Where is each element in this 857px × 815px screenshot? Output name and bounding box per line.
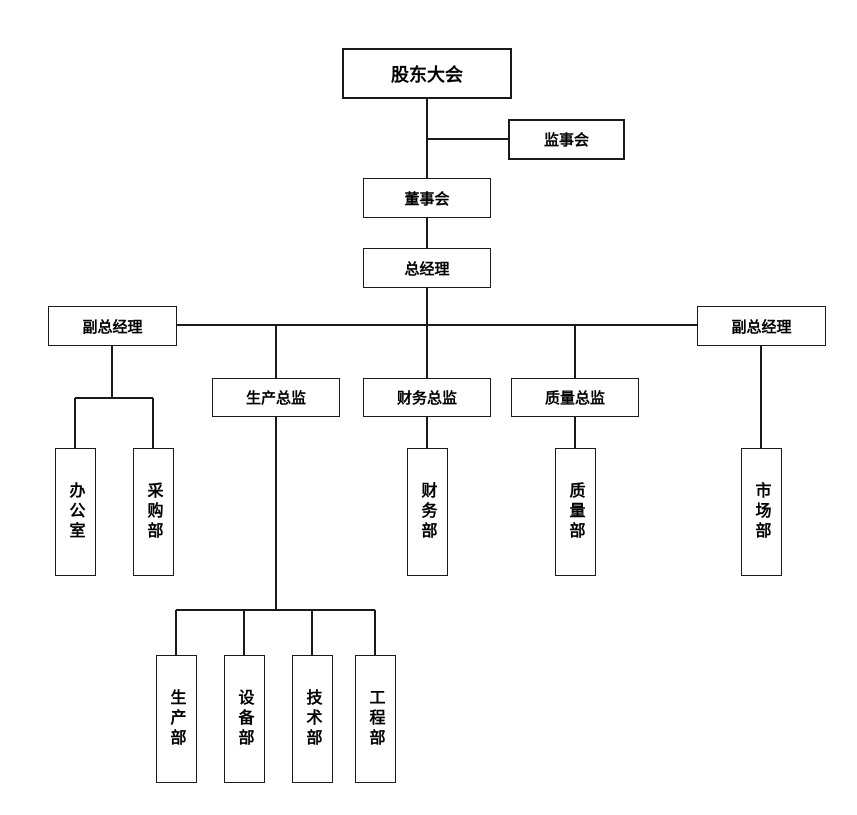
node-label: 董事会 <box>404 189 450 208</box>
node-label: 质量部 <box>566 482 586 542</box>
node-label: 股东大会 <box>391 64 463 86</box>
node-label: 工程部 <box>366 689 386 749</box>
marketing-dept-box: 市场部 <box>741 448 782 576</box>
node-label: 生产总监 <box>245 389 306 407</box>
node-label: 副总经理 <box>731 317 792 336</box>
node-label: 生产部 <box>167 689 187 749</box>
office-box: 办公室 <box>55 448 96 576</box>
finance-dept-box: 财务部 <box>407 448 448 576</box>
purchasing-dept-box: 采购部 <box>133 448 174 576</box>
node-label: 财务总监 <box>396 389 457 407</box>
general-manager-box: 总经理 <box>363 248 491 288</box>
deputy-gm-right-box: 副总经理 <box>697 306 826 346</box>
tech-dept-box: 技术部 <box>292 655 333 783</box>
node-label: 监事会 <box>543 131 589 149</box>
quality-dept-box: 质量部 <box>555 448 596 576</box>
node-label: 办公室 <box>66 482 86 542</box>
node-label: 市场部 <box>752 482 772 542</box>
node-label: 设备部 <box>235 689 255 749</box>
node-label: 质量总监 <box>544 389 605 407</box>
shareholders-meeting-box: 股东大会 <box>342 48 512 99</box>
production-director-box: 生产总监 <box>212 378 340 417</box>
finance-director-box: 财务总监 <box>363 378 491 417</box>
node-label: 财务部 <box>418 482 438 542</box>
node-label: 采购部 <box>144 482 164 542</box>
node-label: 技术部 <box>303 689 323 749</box>
equipment-dept-box: 设备部 <box>224 655 265 783</box>
board-of-directors-box: 董事会 <box>363 178 491 218</box>
node-label: 总经理 <box>404 259 450 278</box>
production-dept-box: 生产部 <box>156 655 197 783</box>
deputy-gm-left-box: 副总经理 <box>48 306 177 346</box>
quality-director-box: 质量总监 <box>511 378 639 417</box>
node-label: 副总经理 <box>82 317 143 336</box>
engineering-dept-box: 工程部 <box>355 655 396 783</box>
supervisory-board-box: 监事会 <box>508 119 625 160</box>
